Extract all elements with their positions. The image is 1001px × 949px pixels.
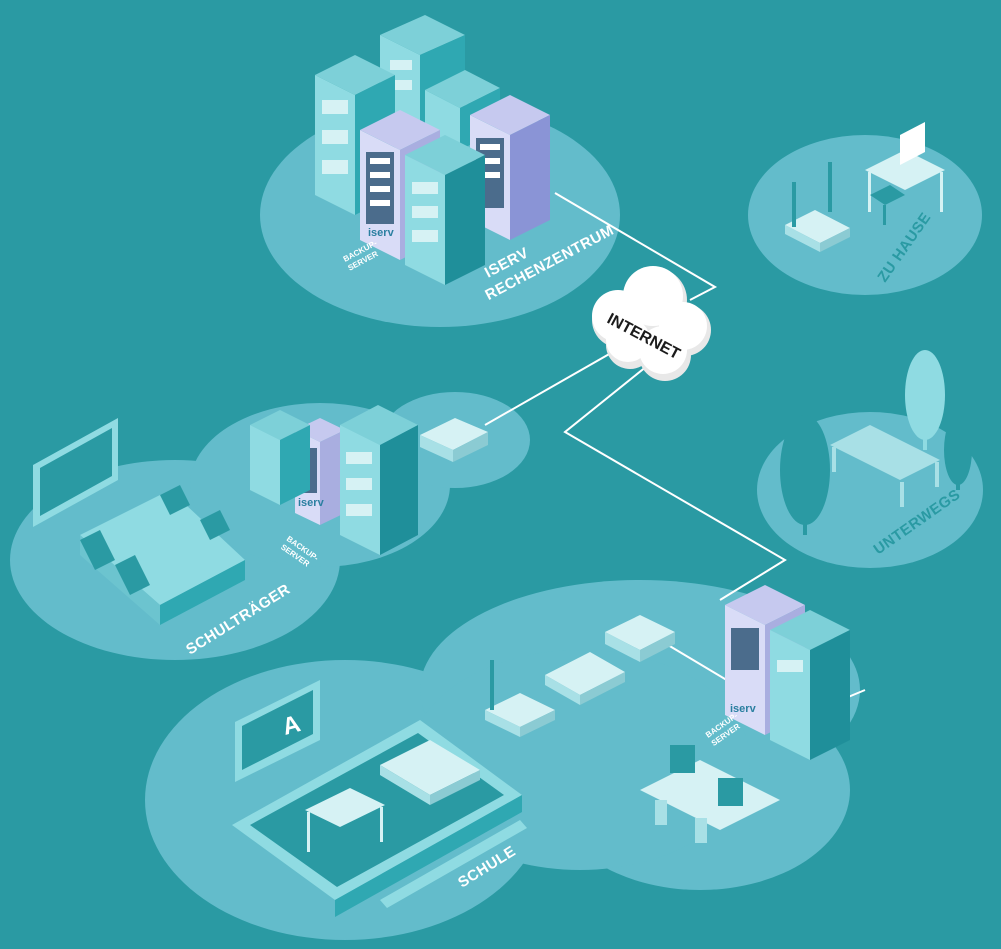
server-rack [770, 610, 850, 760]
home-scene [785, 122, 945, 252]
brand-logo: iserv [298, 497, 325, 509]
brand-logo: iserv [730, 703, 757, 715]
router-icon [420, 418, 488, 462]
link-datacenter-internet [554, 192, 718, 301]
tree-icon [944, 415, 972, 490]
authority-scene: iserv [33, 405, 488, 625]
computer-lab-icon [640, 745, 780, 843]
router-icon [785, 162, 850, 252]
school-scene: A [232, 585, 850, 917]
tree-icon [905, 350, 945, 450]
pen-icon [380, 820, 527, 908]
whiteboard-icon: A [235, 680, 320, 782]
classroom-table-icon [305, 788, 385, 852]
chair-icon [870, 185, 905, 225]
chair-icon [80, 485, 230, 595]
bench-icon [830, 425, 940, 507]
home-platform [748, 135, 982, 295]
display-icon [33, 418, 118, 527]
desk-icon [865, 122, 945, 212]
router-icon [485, 660, 555, 737]
link-authority-internet [484, 344, 626, 426]
link-internet-school [563, 361, 787, 601]
books-icon [380, 740, 480, 805]
server-rack [405, 135, 485, 285]
datacenter-servers: iserv [315, 15, 550, 285]
cloud-icon: INTERNET [592, 266, 711, 381]
router-icon [605, 615, 675, 662]
switch-icon [545, 652, 625, 705]
onthego-scene [780, 350, 972, 535]
tree-icon [780, 415, 830, 535]
brand-logo: iserv [368, 227, 395, 239]
server-rack [250, 410, 310, 505]
server-rack [340, 405, 418, 555]
